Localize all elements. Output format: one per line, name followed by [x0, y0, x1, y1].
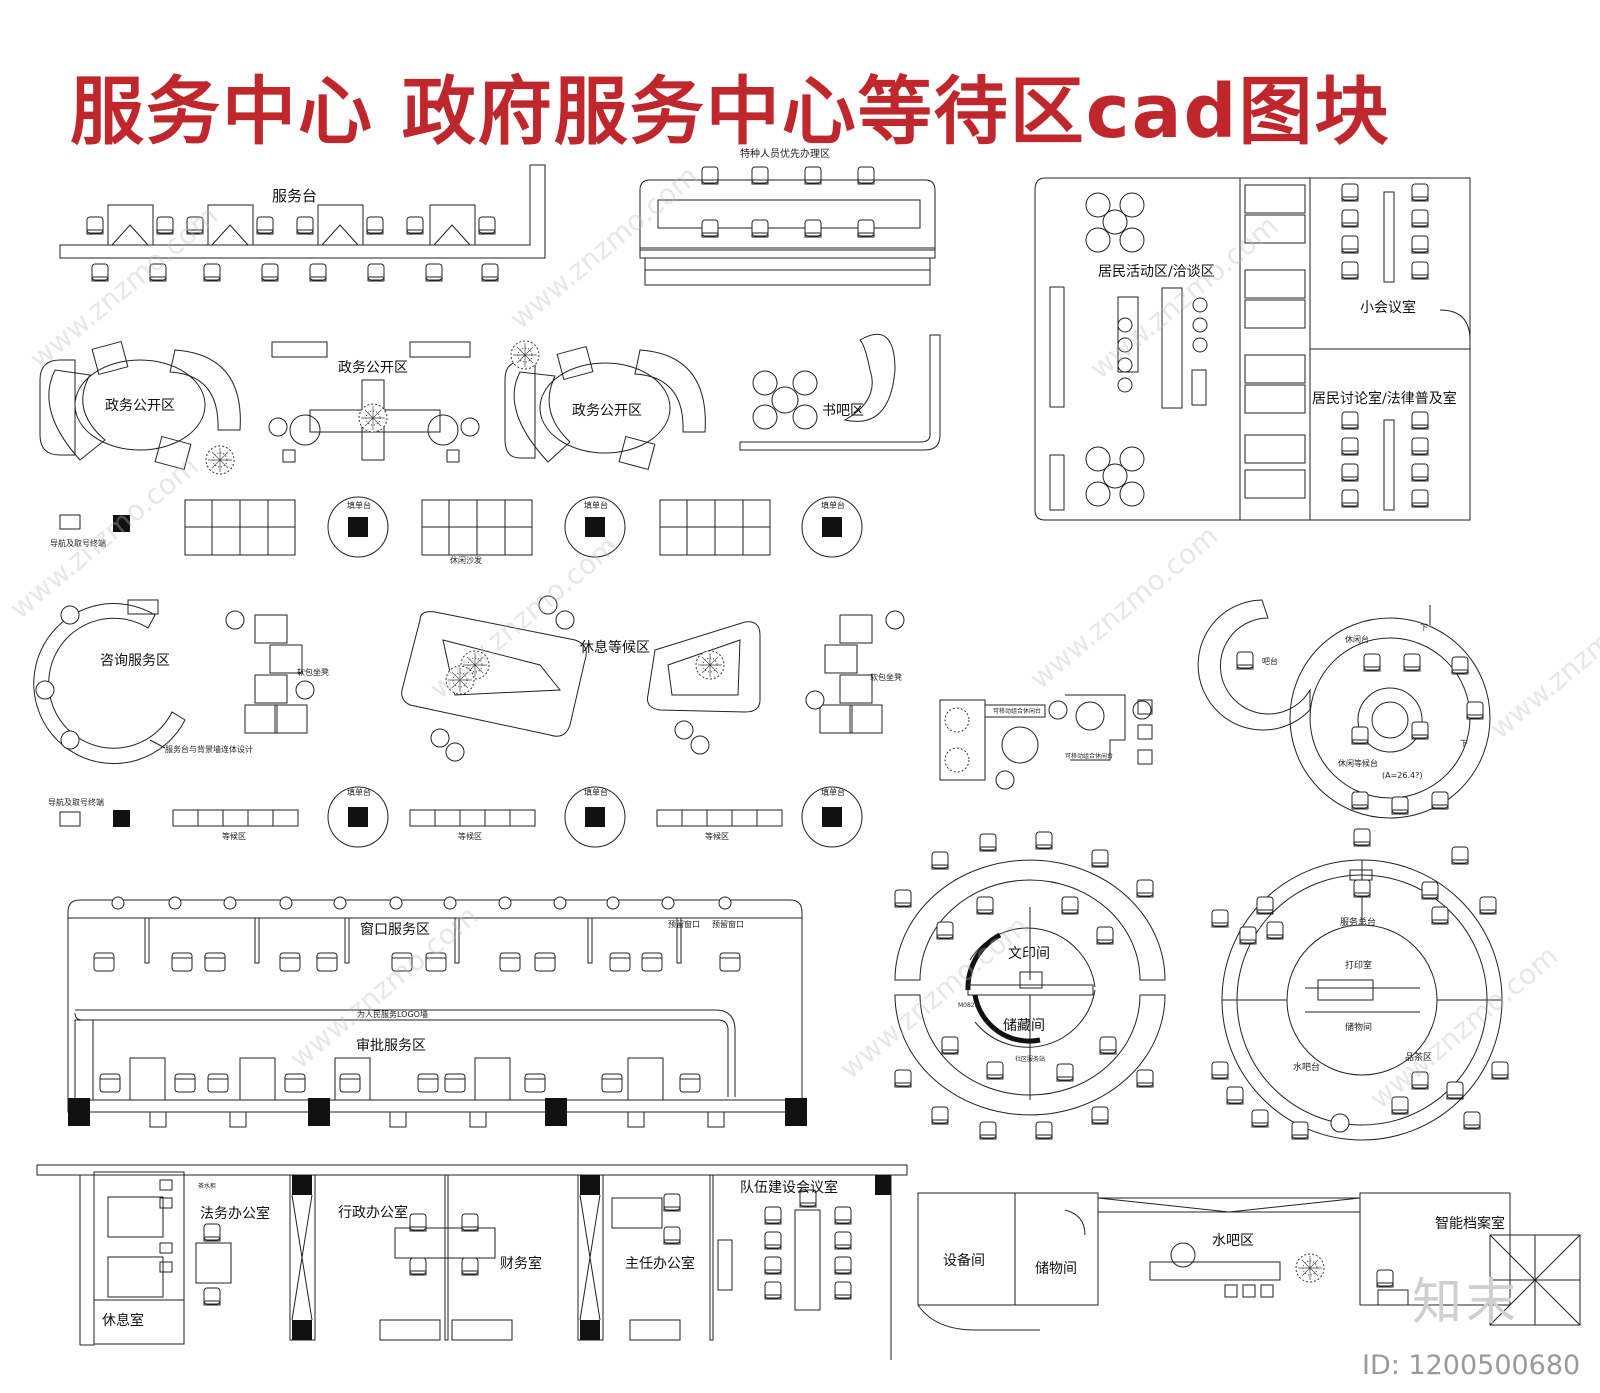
label-denghou-3: 等候区	[705, 831, 729, 841]
window-service-plan: 窗口服务区 预留窗口 预留窗口 为人民服务LOGO墙 审批服务区	[67, 896, 807, 1128]
brand-logo: 知末	[1412, 1273, 1520, 1331]
label-dayin: 打印室	[1345, 959, 1372, 971]
label-fuwutai: 服务台	[272, 187, 317, 205]
watermark-6: www.znzmo.com	[1023, 519, 1224, 695]
label-xingzheng: 行政办公室	[338, 1204, 408, 1221]
label-tiandantai-5: 填单台	[584, 787, 608, 797]
label-xiuxian-shafa: 休闲沙发	[450, 555, 482, 565]
label-angle: (A=26.4?)	[1382, 771, 1422, 780]
label-chucang: 储藏间	[1003, 1018, 1045, 1034]
label-zhengwu1: 政务公开区	[105, 398, 175, 414]
form-desk-row-1: 导航及取号终端 填单台 休闲沙发 填单台 填单台	[50, 496, 863, 565]
equipment-bar-plan: 设备间 储物间 水吧区 智能档案室	[917, 1192, 1581, 1331]
label-zixun: 咨询服务区	[100, 653, 170, 669]
label-ruanbao1: 软包坐凳	[297, 667, 329, 677]
label-xiuxian-denghou-tai: 休闲等候台	[1338, 758, 1378, 768]
form-desk-row-2: 导航及取号终端 等候区 填单台 等候区 填单台 等候区 填单台	[48, 786, 863, 848]
watermark-3: www.znzmo.com	[1083, 209, 1284, 385]
watermark-2: www.znzmo.com	[503, 159, 704, 335]
label-shequ: 社区服务站	[1015, 1055, 1045, 1063]
label-daohang2: 导航及取号终端	[48, 797, 104, 807]
label-xiuxi: 休息室	[102, 1312, 144, 1329]
label-shuba: 书吧区	[822, 403, 864, 419]
watermark-9: www.znzmo.com	[833, 909, 1034, 1085]
priority-area-plan: 特种人员优先办理区	[639, 147, 936, 286]
label-zhengwu3: 政务公开区	[572, 403, 642, 419]
label-pincha: 品茶区	[1405, 1051, 1432, 1063]
label-shuiba-tai: 水吧台	[1293, 1061, 1320, 1073]
label-ruanbao2: 软包坐凳	[870, 672, 902, 682]
label-tiandantai-6: 填单台	[821, 787, 845, 797]
office-suite-plan: 法务办公室 行政办公室 财务室 主任办公室 队伍建设会议室 休息室 茶水柜	[36, 1164, 908, 1360]
label-zuoyi-1: 可移动组合休闲台	[993, 707, 1041, 715]
label-tiandantai-2: 填单台	[584, 500, 608, 510]
label-daohang1: 导航及取号终端	[50, 538, 106, 548]
service-counter-plan: 服务台	[59, 164, 546, 282]
label-teshu: 特种人员优先办理区	[740, 147, 830, 160]
watermark-4: www.znzmo.com	[3, 449, 204, 625]
label-denghou-1: 等候区	[222, 831, 246, 841]
bar-lounge-plan: 吧台 休闲台 休闲等候台 (A=26.4?) 下 下 可移动组合休闲台 可移动组…	[939, 599, 1491, 819]
label-zhengwu2: 政务公开区	[338, 360, 408, 376]
public-affairs-plans: 政务公开区 政务公开区 政务公开区 书吧区	[39, 333, 941, 475]
label-tiandantai-3: 填单台	[821, 500, 845, 510]
label-fawu: 法务办公室	[200, 1205, 270, 1222]
label-xia-1: 下	[1420, 623, 1428, 632]
label-xia-2: 下	[1460, 739, 1468, 748]
label-shenpi: 审批服务区	[356, 1038, 426, 1054]
label-jumin-huodong: 居民活动区/洽谈区	[1098, 264, 1215, 280]
resident-activity-plan: 居民活动区/洽谈区 小会议室 居民讨论室/法律普及室	[1034, 177, 1471, 521]
label-yuliu-1: 预留窗口	[668, 919, 700, 929]
page-title: 服务中心 政府服务中心等待区cad图块	[70, 69, 1391, 155]
label-xiuxian-tai: 休闲台	[1345, 634, 1369, 644]
watermark-7: www.znzmo.com	[1483, 569, 1600, 745]
label-xiuxi-denghou: 休息等候区	[580, 639, 650, 656]
label-tiandantai-1: 填单台	[347, 500, 371, 510]
label-zuoyi-2: 可移动组合休闲台	[1065, 752, 1113, 760]
label-fuwu-zongtai: 服务总台	[1340, 916, 1376, 928]
label-denghou-2: 等候区	[458, 831, 482, 841]
label-chuwu: 储物间	[1345, 1021, 1372, 1033]
image-id: ID: 1200500680	[1362, 1350, 1581, 1381]
label-shuiba: 水吧区	[1212, 1233, 1254, 1249]
watermark-1: www.znzmo.com	[23, 199, 224, 375]
consult-waiting-plans: 咨询服务区 服务台与背景墙连体设计 软包坐凳 休息等候区 软包坐凳	[33, 595, 905, 765]
label-fuwutai-beijing: 服务台与背景墙连体设计	[165, 744, 253, 754]
label-xiao-huiyi: 小会议室	[1360, 299, 1416, 316]
label-zhuren: 主任办公室	[625, 1255, 695, 1272]
label-chuangkou: 窗口服务区	[360, 921, 430, 938]
label-wenyin: 文印间	[1008, 946, 1050, 962]
label-jumin-taolun: 居民讨论室/法律普及室	[1312, 390, 1457, 407]
label-caiwu: 财务室	[500, 1255, 542, 1272]
label-chashui: 茶水柜	[198, 1182, 216, 1190]
label-zhineng: 智能档案室	[1435, 1215, 1505, 1232]
label-logo-qiang: 为人民服务LOGO墙	[357, 1009, 428, 1019]
label-shebei: 设备间	[943, 1252, 985, 1269]
label-yuliu-2: 预留窗口	[712, 919, 744, 929]
round-office-plans: 文印间 储藏间 M0823 社区服务站 服务总台 打印室 储物间 水吧台 品茶区	[894, 828, 1509, 1141]
watermark-10: www.znzmo.com	[1363, 939, 1564, 1115]
label-duiwu: 队伍建设会议室	[740, 1179, 838, 1196]
label-tiandantai-4: 填单台	[347, 787, 371, 797]
label-chuwu2: 储物间	[1035, 1261, 1077, 1277]
label-m0823: M0823	[958, 1002, 979, 1009]
label-batai: 吧台	[1262, 656, 1278, 666]
